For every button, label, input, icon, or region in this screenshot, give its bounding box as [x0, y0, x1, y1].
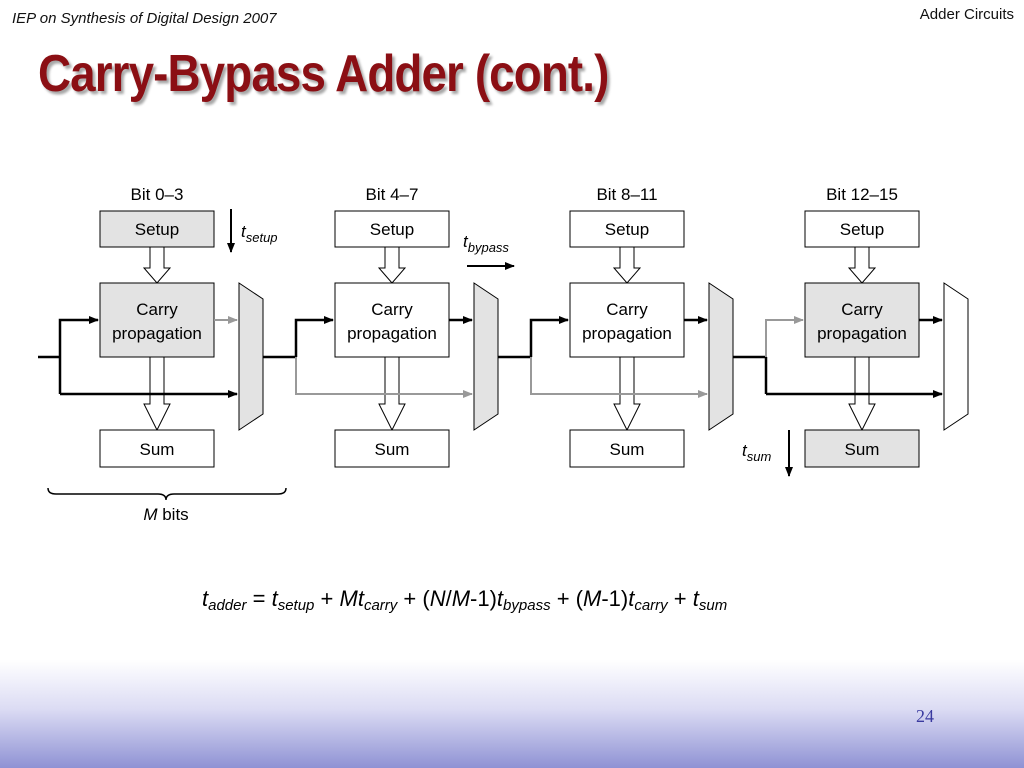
carry-propagation-box: Carry propagation: [569, 282, 685, 358]
svg-text:propagation: propagation: [582, 324, 672, 343]
sum-box: Sum: [569, 429, 685, 468]
sum-box: Sum: [804, 429, 920, 468]
svg-text:Sum: Sum: [375, 440, 410, 459]
course-header: IEP on Synthesis of Digital Design 2007: [12, 10, 277, 27]
slide-title: Carry-Bypass Adder (cont.): [38, 45, 609, 103]
bypass-mux: [473, 282, 499, 431]
setup-box: Setup: [569, 210, 685, 248]
sum-box: Sum: [334, 429, 450, 468]
svg-text:tbypass: tbypass: [463, 232, 509, 255]
t-bypass-annotation: tbypass: [463, 232, 515, 270]
svg-text:Setup: Setup: [605, 220, 649, 239]
svg-text:propagation: propagation: [817, 324, 907, 343]
svg-text:tsetup: tsetup: [241, 222, 278, 245]
bit-label: Bit 8–11: [596, 185, 657, 204]
carry-propagation-box: Carry propagation: [99, 282, 215, 358]
adder-delay-formula: tadder = tsetup + Mtcarry + (N/M-1)tbypa…: [202, 586, 728, 614]
svg-text:propagation: propagation: [112, 324, 202, 343]
svg-text:Carry: Carry: [136, 300, 178, 319]
bit-label: Bit 4–7: [366, 185, 419, 204]
svg-text:propagation: propagation: [347, 324, 437, 343]
setup-box: Setup: [99, 210, 215, 248]
inactive-path-wires: [214, 316, 804, 398]
bit-label: Bit 0–3: [131, 185, 184, 204]
setup-box: Setup: [334, 210, 450, 248]
svg-text:Carry: Carry: [841, 300, 883, 319]
svg-text:Carry: Carry: [371, 300, 413, 319]
block-bit-0-3: Bit 0–3 Setup Carry propagation Sum: [99, 185, 264, 468]
setup-to-carry-arrow: [612, 246, 642, 284]
svg-text:Setup: Setup: [135, 220, 179, 239]
svg-text:tsum: tsum: [742, 441, 771, 464]
block-bit-12-15: Bit 12–15 Setup Carry propagation Sum: [804, 185, 969, 468]
block-bit-4-7: Bit 4–7 Setup Carry propagation Sum: [334, 185, 499, 468]
svg-text:Setup: Setup: [370, 220, 414, 239]
bypass-mux: [708, 282, 734, 431]
t-sum-annotation: tsum: [742, 430, 793, 477]
t-setup-annotation: tsetup: [227, 209, 278, 253]
setup-to-carry-arrow: [847, 246, 877, 284]
block-bit-8-11: Bit 8–11 Setup Carry propagation Sum: [569, 185, 734, 468]
carry-propagation-box: Carry propagation: [804, 282, 920, 358]
svg-text:Setup: Setup: [840, 220, 884, 239]
sum-box: Sum: [99, 429, 215, 468]
bit-label: Bit 12–15: [826, 185, 898, 204]
carry-propagation-box: Carry propagation: [334, 282, 450, 358]
critical-path-wires: [38, 316, 943, 398]
bypass-mux: [943, 282, 969, 431]
setup-to-carry-arrow: [377, 246, 407, 284]
setup-box: Setup: [804, 210, 920, 248]
svg-text:Sum: Sum: [845, 440, 880, 459]
footer-gradient: [0, 660, 1024, 768]
svg-text:Sum: Sum: [610, 440, 645, 459]
setup-to-carry-arrow: [142, 246, 172, 284]
svg-text:Carry: Carry: [606, 300, 648, 319]
page-number: 24: [916, 706, 934, 726]
svg-text:Sum: Sum: [140, 440, 175, 459]
svg-text:M bits: M bits: [143, 505, 188, 524]
m-bits-brace: M bits: [47, 487, 287, 524]
bypass-mux: [238, 282, 264, 431]
topic-header: Adder Circuits: [919, 6, 1014, 23]
